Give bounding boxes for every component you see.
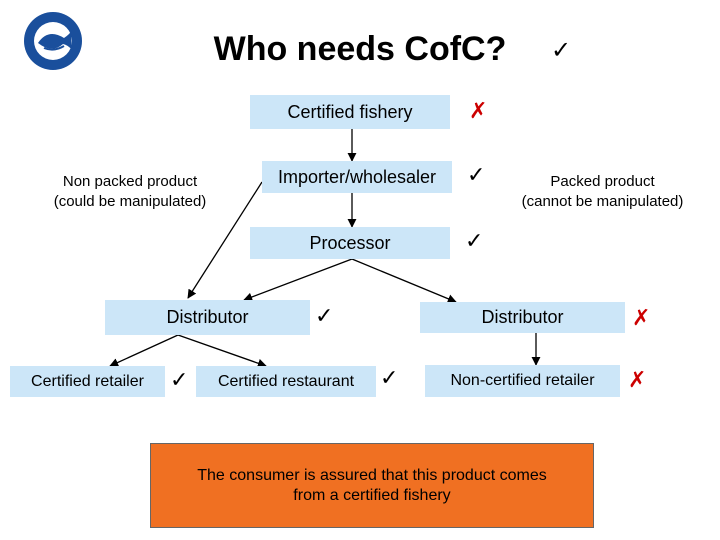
title-text: Who needs CofC? xyxy=(213,30,507,68)
note-line: Non packed product xyxy=(62,173,198,190)
distributor-right-cross-icon: ✗ xyxy=(632,306,651,331)
node-processor: Processor xyxy=(250,227,450,259)
consumer-line: from a certified fishery xyxy=(293,486,451,504)
msc-fish-logo-icon xyxy=(24,12,82,70)
noncertified-retailer-cross-icon: ✗ xyxy=(628,368,647,393)
arrow-distributor-certified-retailer xyxy=(109,334,179,367)
node-certified-retailer: Certified retailer xyxy=(10,366,165,397)
distributor-left-check-icon: ✓ xyxy=(315,304,334,329)
arrow-processor-distributor-right xyxy=(351,258,457,304)
page-title: Who needs CofC? xyxy=(0,30,720,69)
node-label: Distributor xyxy=(166,307,249,327)
certified-retailer-check-icon: ✓ xyxy=(170,368,189,393)
node-label: Processor xyxy=(309,232,391,253)
processor-check-icon: ✓ xyxy=(465,229,484,254)
node-certified-fishery: Certified fishery xyxy=(250,95,450,129)
arrow-distributor-certified-restaurant xyxy=(177,334,267,368)
consumer-assurance-box: The consumer is assured that this produc… xyxy=(150,443,594,528)
consumer-line: The consumer is assured that this produc… xyxy=(197,466,547,484)
arrow-processor-distributor-left xyxy=(243,258,353,302)
note-line: (cannot be manipulated) xyxy=(521,193,684,210)
certified-restaurant-check-icon: ✓ xyxy=(380,366,399,391)
note-line: (could be manipulated) xyxy=(53,193,207,210)
node-distributor-right: Distributor xyxy=(420,302,625,333)
node-importer-wholesaler: Importer/wholesaler xyxy=(262,161,452,193)
title-check-icon: ✓ xyxy=(551,36,572,64)
node-label: Distributor xyxy=(481,307,564,327)
certified-fishery-cross-icon: ✗ xyxy=(469,99,488,124)
note-line: Packed product xyxy=(550,173,655,190)
note-packed: Packed product (cannot be manipulated) xyxy=(500,172,705,212)
node-label: Non-certified retailer xyxy=(450,372,595,389)
node-label: Certified fishery xyxy=(287,101,413,122)
node-label: Importer/wholesaler xyxy=(277,166,437,187)
node-distributor-left: Distributor xyxy=(105,300,310,335)
node-certified-restaurant: Certified restaurant xyxy=(196,366,376,397)
note-non-packed: Non packed product (could be manipulated… xyxy=(30,172,230,212)
node-noncertified-retailer: Non-certified retailer xyxy=(425,365,620,397)
importer-check-icon: ✓ xyxy=(467,163,486,188)
arrow-importer-distributor-left xyxy=(187,181,263,299)
node-label: Certified restaurant xyxy=(217,372,355,390)
node-label: Certified retailer xyxy=(31,372,144,390)
